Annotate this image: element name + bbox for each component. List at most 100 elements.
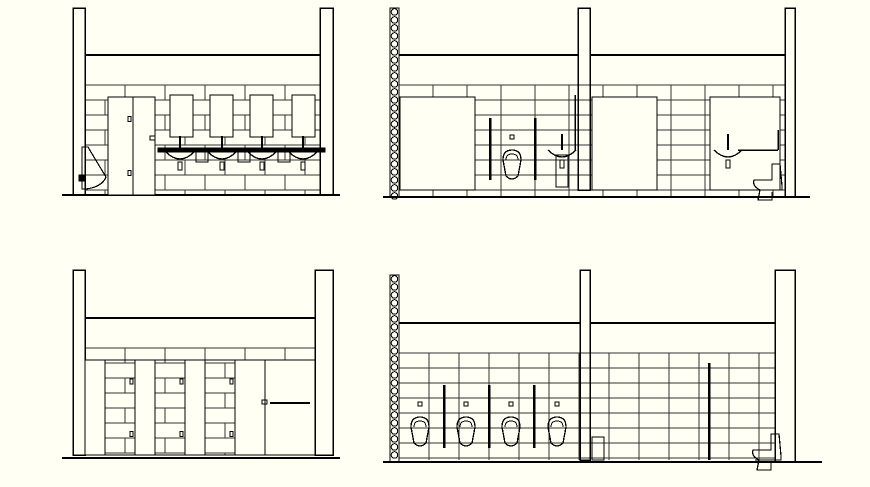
stall-partition	[234, 359, 266, 456]
elevation-1	[62, 7, 340, 196]
flush-valve-icon	[509, 134, 515, 140]
stall-partition	[134, 359, 156, 456]
flush-valve-icon	[508, 401, 514, 407]
masonry-hatch	[390, 88, 399, 96]
masonry-hatch	[390, 8, 399, 16]
door-hinge	[229, 430, 234, 437]
right-wall-section	[314, 269, 334, 456]
masonry-hatch	[390, 40, 399, 48]
door-latch	[149, 135, 156, 141]
masonry-hatch	[390, 72, 399, 80]
masonry-hatch	[390, 403, 399, 411]
urinal-trap	[78, 174, 85, 182]
door-hinge	[127, 116, 132, 123]
urinal-bowl	[459, 420, 473, 428]
masonry-hatch	[390, 48, 399, 56]
right-wall-section	[319, 7, 334, 196]
basin-trap	[259, 161, 265, 171]
right-wall-section	[774, 269, 796, 463]
accessible-stall	[709, 96, 781, 191]
basin-trap	[300, 161, 306, 171]
stall-door	[591, 96, 658, 191]
masonry-hatch	[390, 136, 399, 144]
mirror	[169, 94, 194, 138]
masonry-hatch	[390, 371, 399, 379]
basin-trap	[177, 161, 183, 171]
pedestal	[555, 154, 569, 188]
masonry-hatch	[390, 443, 399, 451]
stall-door	[107, 96, 134, 196]
masonry-hatch	[390, 411, 399, 419]
masonry-hatch	[390, 184, 399, 192]
masonry-hatch	[390, 307, 399, 315]
flush-valve-icon	[417, 401, 423, 407]
masonry-hatch	[390, 451, 399, 459]
masonry-hatch	[390, 128, 399, 136]
masonry-hatch	[390, 355, 399, 363]
flush-valve-icon	[554, 401, 560, 407]
door-hinge	[229, 378, 234, 385]
stall-partition	[107, 96, 156, 196]
masonry-hatch	[390, 176, 399, 184]
basin-trap	[559, 159, 565, 169]
masonry-hatch	[390, 347, 399, 355]
toilet-icon	[752, 433, 782, 471]
urinal-bowl	[505, 153, 519, 161]
basin-trap	[219, 161, 225, 171]
elevation-2	[383, 7, 810, 201]
masonry-hatch	[390, 331, 399, 339]
masonry-hatch	[390, 299, 399, 307]
masonry-hatch	[390, 339, 399, 347]
door-hinge	[179, 378, 184, 385]
soap-dispenser	[237, 151, 251, 163]
masonry-hatch	[390, 56, 399, 64]
stall-partition	[84, 359, 106, 456]
masonry-hatch	[390, 395, 399, 403]
door-hinge	[127, 170, 132, 176]
masonry-hatch	[390, 291, 399, 299]
basin-trap	[725, 159, 731, 169]
soap-dispenser	[277, 151, 291, 163]
urinal-side-icon	[81, 146, 107, 190]
masonry-hatch	[390, 275, 399, 283]
stall-door	[264, 359, 316, 456]
masonry-hatch	[390, 419, 399, 427]
right-wall-section	[784, 7, 796, 198]
door-hinge	[179, 430, 184, 437]
masonry-hatch	[390, 112, 399, 120]
urinal-icon	[456, 416, 476, 447]
masonry-hatch	[390, 315, 399, 323]
masonry-hatch	[390, 427, 399, 435]
masonry-hatch	[390, 32, 399, 40]
urinal-icon	[502, 149, 522, 180]
wash-basin-icon	[165, 151, 195, 160]
urinal-bowl	[504, 420, 518, 428]
floor-drain-box	[591, 436, 605, 461]
left-wall-section	[72, 269, 86, 456]
stall-door	[399, 96, 476, 191]
masonry-hatch	[390, 152, 399, 160]
door-hinge	[129, 430, 134, 437]
masonry-hatch	[390, 363, 399, 371]
elevation-3	[62, 269, 340, 459]
vanity-counter	[157, 147, 326, 153]
urinal-bowl	[413, 420, 427, 428]
urinal-bowl	[550, 420, 564, 428]
masonry-hatch	[390, 120, 399, 128]
wash-basin-icon	[247, 151, 277, 160]
soap-dispenser	[195, 151, 209, 163]
door-hinge	[129, 378, 134, 385]
elevation-4	[383, 269, 822, 471]
urinal-icon	[547, 416, 567, 447]
masonry-hatch	[390, 144, 399, 152]
flush-valve-icon	[463, 401, 469, 407]
masonry-hatch	[390, 387, 399, 395]
masonry-hatch	[390, 16, 399, 24]
left-wall-section	[72, 7, 86, 196]
mirror	[209, 94, 234, 138]
door-latch	[261, 399, 268, 405]
masonry-hatch	[390, 64, 399, 72]
masonry-hatch	[390, 96, 399, 104]
